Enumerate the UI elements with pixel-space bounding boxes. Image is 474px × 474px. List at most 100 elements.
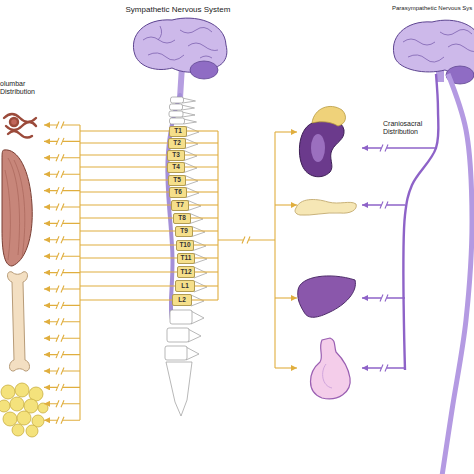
- vertebra-body: T12: [177, 266, 195, 278]
- preganglionic-fiber: [80, 204, 171, 205]
- vertebra: [165, 346, 187, 360]
- ganglion-break: [56, 220, 64, 227]
- ganglion-break: [56, 351, 64, 358]
- preganglionic-fiber: [80, 191, 169, 192]
- ganglion-break: [56, 154, 64, 161]
- ganglion-break: [56, 138, 64, 145]
- preganglionic-fiber: [189, 204, 218, 205]
- vertebra-body: T11: [177, 253, 195, 264]
- preganglionic-fiber: [195, 271, 218, 272]
- vertebra-body: L2: [172, 294, 192, 306]
- preganglionic-fiber: [80, 142, 168, 143]
- preganglionic-fiber: [80, 130, 169, 131]
- region-label: Craniosacral Distribution: [383, 120, 433, 136]
- vertebra-label: T8: [178, 215, 186, 222]
- brain: [393, 20, 474, 84]
- vertebra-body: T9: [175, 226, 193, 237]
- vertebra: [170, 310, 192, 324]
- postganglionic-arrow: [275, 297, 297, 298]
- diagram-title: Parasympathetic Nervous Sys: [392, 5, 474, 12]
- ganglion-break: [56, 253, 64, 260]
- vertebra: [167, 328, 189, 342]
- vertebra-body: L1: [175, 280, 195, 292]
- vertebra: [169, 111, 183, 117]
- region-label: olumbar Distribution: [0, 80, 42, 96]
- ganglion-break: [380, 145, 388, 152]
- stomach: [311, 338, 351, 399]
- preganglionic-fiber: [193, 230, 218, 231]
- vertebra-label: T11: [181, 255, 192, 262]
- preganglionic-fiber: [80, 271, 177, 272]
- vertebra-label: T12: [180, 269, 191, 276]
- ganglion-break: [56, 236, 64, 243]
- preganglionic-fiber: [191, 217, 218, 218]
- preganglionic-fiber: [187, 130, 218, 131]
- preganglionic-fiber: [194, 244, 218, 245]
- ganglion-break: [56, 384, 64, 391]
- preganglionic-fiber: [187, 191, 218, 192]
- muscle: [2, 150, 32, 266]
- vertebra-label: L1: [181, 283, 189, 290]
- vertebra-body: T3: [167, 150, 185, 161]
- ganglion-break: [380, 295, 388, 302]
- kidney: [299, 106, 345, 176]
- ganglion-break: [56, 286, 64, 293]
- ganglion-break: [56, 318, 64, 325]
- ganglion-break: [380, 202, 388, 209]
- spinous-process: [186, 347, 199, 360]
- sacral-outflow: [442, 74, 472, 474]
- preganglionic-fiber: [80, 244, 176, 245]
- vertebra-body: T2: [168, 138, 186, 149]
- vertebra-label: T2: [173, 140, 181, 147]
- preganglionic-fiber: [185, 166, 218, 167]
- spinous-process: [183, 98, 196, 103]
- sacrum: [166, 362, 192, 416]
- spinous-process: [182, 105, 195, 110]
- vagus-nerve: [403, 74, 438, 370]
- gyri: [143, 26, 218, 60]
- preganglionic-fiber: [195, 257, 218, 258]
- spinous-process: [182, 112, 195, 117]
- preganglionic-fiber: [217, 131, 218, 300]
- ganglion-break: [56, 204, 64, 211]
- vertebra-label: T6: [174, 189, 182, 196]
- ganglion-break: [380, 365, 388, 372]
- fat-cells: [0, 383, 48, 437]
- vertebra-label: T5: [173, 177, 181, 184]
- spinous-process: [184, 119, 197, 124]
- vertebra-label: T1: [174, 128, 182, 135]
- ganglion-break: [56, 417, 64, 424]
- adrenal-gland: [312, 106, 345, 126]
- preganglionic-fiber: [195, 285, 218, 286]
- vertebra-label: L2: [178, 297, 186, 304]
- brain: [133, 18, 226, 98]
- ganglion-break: [56, 269, 64, 276]
- ganglion-break: [56, 187, 64, 194]
- preganglionic-fiber: [80, 217, 173, 218]
- vertebra-label: T7: [176, 202, 184, 209]
- vertebra-body: T4: [167, 162, 185, 173]
- preganglionic-fiber: [80, 179, 168, 180]
- spinous-process: [188, 329, 201, 342]
- postganglionic-arrow: [362, 147, 436, 148]
- vertebra-body: T5: [168, 175, 186, 186]
- preganglionic-fiber: [192, 299, 218, 300]
- liver: [298, 276, 356, 317]
- vertebra-body: T7: [171, 200, 189, 211]
- postganglionic-arrow: [275, 131, 297, 132]
- postganglionic-arrow: [275, 367, 297, 368]
- ganglion-break: [56, 302, 64, 309]
- bone: [8, 272, 30, 371]
- gyri: [403, 29, 474, 62]
- vertebra: [170, 104, 183, 110]
- ganglion-break: [56, 171, 64, 178]
- preganglionic-fiber: [80, 257, 177, 258]
- postganglionic-arrow: [275, 204, 297, 205]
- vertebra-label: T3: [172, 152, 180, 159]
- cerebellum: [190, 61, 218, 79]
- nerve-fibers: [44, 74, 472, 474]
- vertebra-body: T10: [176, 240, 194, 251]
- preganglionic-fiber: [80, 230, 175, 231]
